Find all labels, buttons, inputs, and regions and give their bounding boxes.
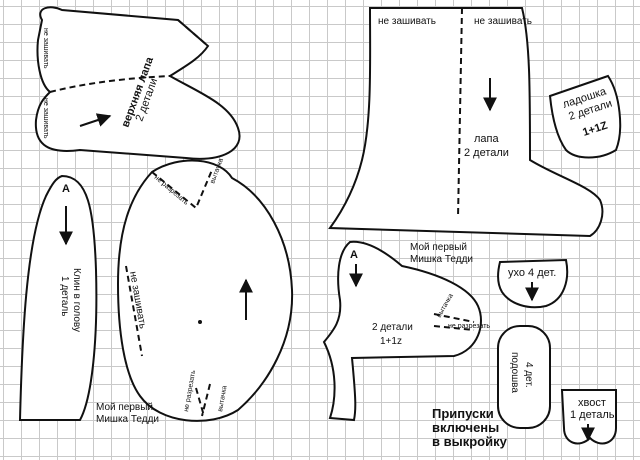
allowance-note-line2: включены [432, 420, 499, 435]
tail-count: 1 деталь [570, 409, 615, 421]
head-gusset-label: Клин в голову [71, 268, 82, 332]
ear-label: ухо 4 дет. [508, 267, 556, 279]
upper-paw-no-sew-2: не зашивать [42, 98, 49, 139]
leg-no-sew-left: не зашивать [378, 16, 436, 27]
foot-sole-label: подошва [509, 352, 520, 393]
upper-paw-no-sew-1: не зашивать [42, 28, 49, 69]
head-side-piece: A 2 детали 1+1z вытачка не разрезать Мой… [322, 240, 490, 422]
leg-count: 2 детали [464, 147, 509, 159]
head-side-dart [433, 313, 475, 331]
body-bottom-dart-label: вытачка [217, 385, 228, 412]
body-credit-line2: Мишка Тедди [96, 414, 159, 425]
head-gusset-count: 1 деталь [59, 276, 70, 316]
head-side-count: 2 детали [372, 322, 413, 333]
allowance-note-line3: в выкройку [432, 434, 508, 449]
tail-piece: хвост 1 деталь [560, 389, 617, 445]
palm-piece: ладошка 2 детали 1+1Z [548, 74, 622, 159]
upper-paw-grain-arrow [79, 113, 112, 127]
leg-title: лапа [474, 133, 499, 145]
leg-center-line [457, 7, 463, 219]
allowance-note-line1: Припуски [432, 406, 494, 421]
upper-paw-fold-line [49, 75, 171, 93]
head-side-no-cut-label: не разрезать [448, 323, 490, 330]
allowance-note: Припуски включены в выкройку [432, 406, 508, 449]
head-gusset-piece: A Клин в голову 1 деталь [18, 174, 98, 421]
tail-title: хвост [578, 397, 606, 409]
body-dart-bottom [195, 383, 211, 417]
foot-sole-count: 4 дет. [523, 362, 534, 388]
head-side-qty: 1+1z [380, 336, 402, 347]
head-side-credit-line2: Мишка Тедди [410, 254, 473, 265]
body-piece: не разрезать вытачка не зашивать не разр… [96, 157, 294, 425]
body-credit-line1: Мой первый [96, 402, 153, 413]
leg-no-sew-right: не зашивать [474, 16, 532, 27]
head-gusset-match-mark: A [62, 183, 70, 195]
foot-sole-piece: подошва 4 дет. [497, 325, 551, 429]
body-center-mark [198, 320, 202, 324]
leg-piece: не зашивать не зашивать лапа 2 детали [328, 7, 604, 238]
body-open-seam [125, 265, 143, 357]
head-side-credit-line1: Мой первый [410, 242, 467, 253]
upper-paw-piece: не зашивать не зашивать верхняя лапа 2 д… [34, 6, 241, 160]
ear-piece: ухо 4 дет. [497, 258, 569, 309]
upper-paw-open-seam-top [177, 19, 209, 47]
body-dart-top [151, 169, 213, 210]
head-side-match-mark: A [350, 249, 358, 261]
